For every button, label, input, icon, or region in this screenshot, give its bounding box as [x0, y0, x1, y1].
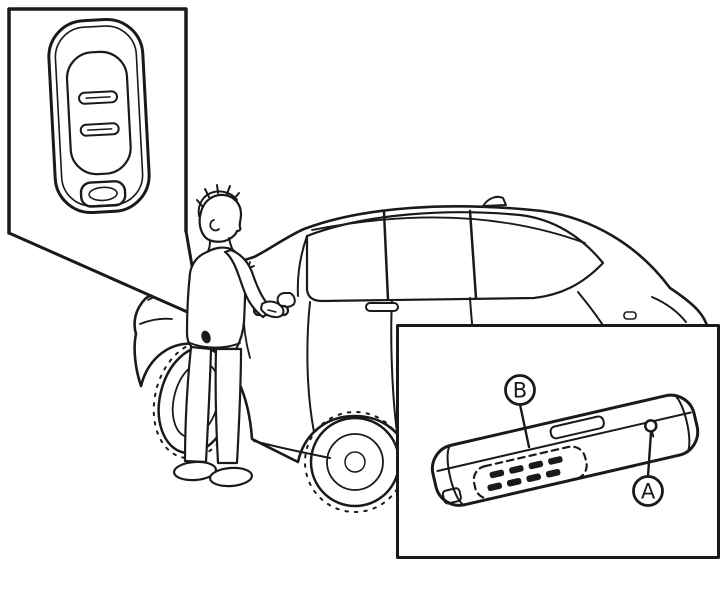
- person-shoe-left: [172, 460, 218, 482]
- sensor-dash: [489, 469, 505, 479]
- handle-keyhole-cover: [441, 487, 462, 505]
- callout-tail: [7, 229, 203, 320]
- touch-sensor-segments: [487, 456, 563, 492]
- hand-finger-line: [267, 309, 277, 313]
- person-left-leg: [183, 345, 213, 464]
- person-ear: [209, 219, 220, 232]
- rocker-line: [253, 440, 331, 459]
- label-a-leader: [646, 430, 653, 478]
- roof-antenna-fin: [482, 195, 507, 207]
- fob-outer-shell: [47, 18, 151, 214]
- touch-sensor-area-outline: [472, 445, 588, 500]
- side-windows: [305, 211, 605, 303]
- sensor-dash: [548, 456, 563, 465]
- rear-tire: [309, 416, 401, 508]
- front-bumper-line: [139, 317, 173, 325]
- handle-recess-detail: [549, 415, 605, 440]
- fob-unlock-button: [79, 122, 120, 137]
- front-door-seam: [306, 301, 315, 433]
- c-pillar: [468, 209, 478, 300]
- callout-box-fill: [9, 9, 186, 233]
- door-handle-closeup: [430, 393, 700, 507]
- hairline: [197, 191, 215, 217]
- rear-rim: [326, 433, 384, 491]
- lock-button: [644, 419, 658, 433]
- handle-right-cap-line: [673, 393, 691, 454]
- person-hand: [260, 300, 285, 319]
- b-pillar: [382, 210, 390, 302]
- key-fob-callout: [7, 7, 203, 320]
- person-hair: [196, 184, 240, 217]
- label-b-circle: [504, 374, 536, 406]
- sensor-dash: [509, 465, 524, 474]
- rear-door-handle: [365, 302, 399, 312]
- lock-button-stem: [651, 430, 655, 438]
- label-b-text: B: [513, 379, 527, 403]
- callout-label-b: B: [504, 374, 536, 449]
- fob-unlock-button-line: [86, 128, 113, 131]
- callout-label-a: A: [632, 430, 664, 507]
- sensor-dash: [528, 460, 544, 470]
- shirt-hem: [189, 342, 241, 349]
- label-a-text: A: [641, 480, 656, 504]
- person-shoe-right: [208, 466, 254, 488]
- sensor-dash: [506, 477, 522, 487]
- person-reaching-arm: [223, 248, 274, 319]
- callout-box-border: [7, 7, 188, 235]
- label-a-circle: [632, 475, 664, 507]
- trunk-line: [651, 296, 687, 323]
- person-right-leg: [214, 347, 243, 465]
- fob-base-cap: [79, 180, 127, 208]
- rear-hub: [344, 451, 366, 473]
- fob-button-panel: [65, 50, 132, 176]
- sensor-dash: [545, 468, 561, 478]
- person-head: [198, 193, 243, 243]
- fob-lock-button-line: [85, 96, 111, 99]
- door-handle-inset: B A: [396, 324, 720, 559]
- fob-base-slot: [88, 186, 118, 202]
- key-in-pocket-dot: [201, 330, 211, 344]
- sensor-dash: [487, 482, 503, 492]
- a-pillar: [296, 235, 308, 297]
- key-fob: [47, 18, 151, 214]
- person: [172, 184, 285, 488]
- roof-inner-line: [311, 216, 586, 244]
- trunk-emblem: [623, 311, 637, 320]
- fob-lock-button: [78, 90, 119, 105]
- label-b-leader: [518, 403, 531, 449]
- hair-spikes: [196, 184, 240, 208]
- sensor-dash: [526, 473, 541, 483]
